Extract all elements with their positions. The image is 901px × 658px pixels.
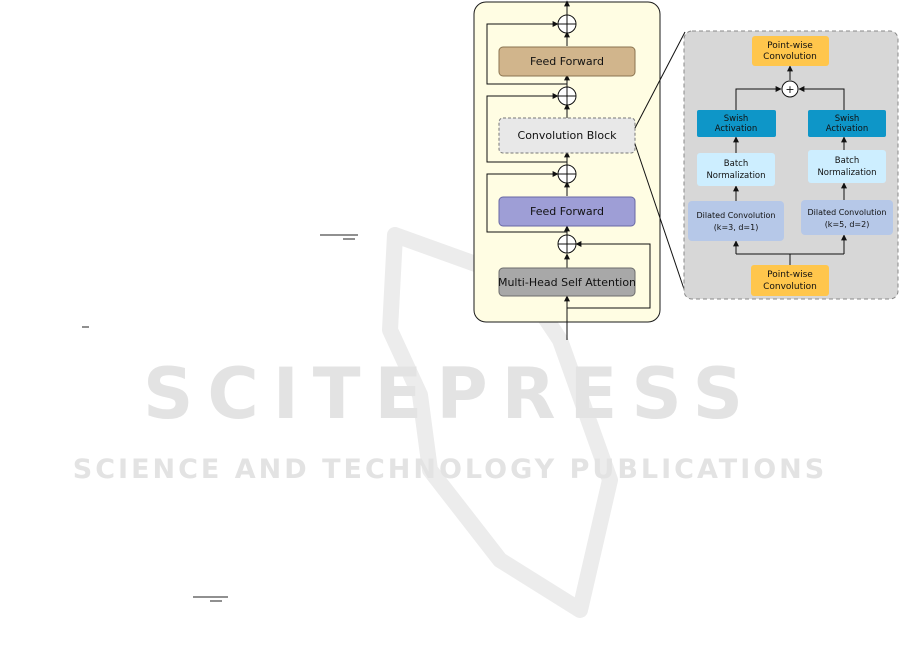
convolution-detail-panel: Point-wise Convolution + Swish Activatio…: [683, 30, 899, 300]
feed-forward-bottom-block: [498, 196, 636, 227]
swish-activation-left-block: [697, 110, 776, 137]
multi-head-self-attention-label: Multi-Head Self Attention: [498, 276, 636, 289]
conformer-block: Feed Forward Convolution Block Feed Forw…: [473, 0, 661, 340]
watermark-title: SCITEPRESS: [143, 353, 757, 435]
residual-add-icon: [557, 234, 577, 254]
sum-icon: +: [781, 80, 799, 98]
pointwise-conv-bottom-block: [751, 265, 829, 296]
multi-head-self-attention-block: [498, 267, 636, 297]
swish-activation-left-line2: Activation: [715, 124, 758, 134]
feed-forward-bottom-label: Feed Forward: [530, 205, 604, 218]
convolution-block: [498, 117, 636, 154]
dilated-convolution-right-block: [801, 200, 893, 235]
residual-add-icon: [557, 14, 577, 34]
pointwise-conv-top-line1: Point-wise: [767, 41, 813, 51]
batch-normalization-right-line1: Batch: [835, 156, 859, 166]
batch-normalization-left-block: [697, 153, 775, 186]
batch-normalization-right-block: [808, 150, 886, 183]
residual-add-icon: [557, 164, 577, 184]
swish-activation-right-block: [808, 110, 886, 137]
pointwise-conv-bottom-line1: Point-wise: [767, 270, 813, 280]
dilated-convolution-left-block: [688, 201, 784, 241]
feed-forward-top-label: Feed Forward: [530, 55, 604, 68]
swish-activation-right-line1: Swish: [835, 114, 860, 124]
equation-fragments: [82, 234, 358, 602]
convolution-block-label: Convolution Block: [518, 129, 618, 142]
batch-normalization-left-line2: Normalization: [706, 171, 765, 181]
watermark-subtitle: SCIENCE AND TECHNOLOGY PUBLICATIONS: [73, 454, 827, 485]
residual-add-icon: [557, 86, 577, 106]
pointwise-conv-top-block: [752, 36, 829, 66]
watermark: SCITEPRESS SCIENCE AND TECHNOLOGY PUBLIC…: [73, 227, 827, 618]
dilated-convolution-left-line2: (k=3, d=1): [714, 223, 759, 232]
batch-normalization-left-line1: Batch: [724, 159, 748, 169]
dilated-convolution-left-line1: Dilated Convolution: [697, 211, 776, 220]
detail-connector-lines: [634, 31, 686, 293]
feed-forward-top-block: [498, 46, 636, 77]
pointwise-conv-top-line2: Convolution: [763, 52, 817, 62]
dilated-convolution-right-line1: Dilated Convolution: [808, 208, 887, 217]
pointwise-conv-bottom-line2: Convolution: [763, 282, 817, 292]
swish-activation-right-line2: Activation: [826, 124, 869, 134]
batch-normalization-right-line2: Normalization: [817, 168, 876, 178]
sum-symbol: +: [785, 83, 794, 96]
dilated-convolution-right-line2: (k=5, d=2): [825, 220, 870, 229]
swish-activation-left-line1: Swish: [724, 114, 749, 124]
